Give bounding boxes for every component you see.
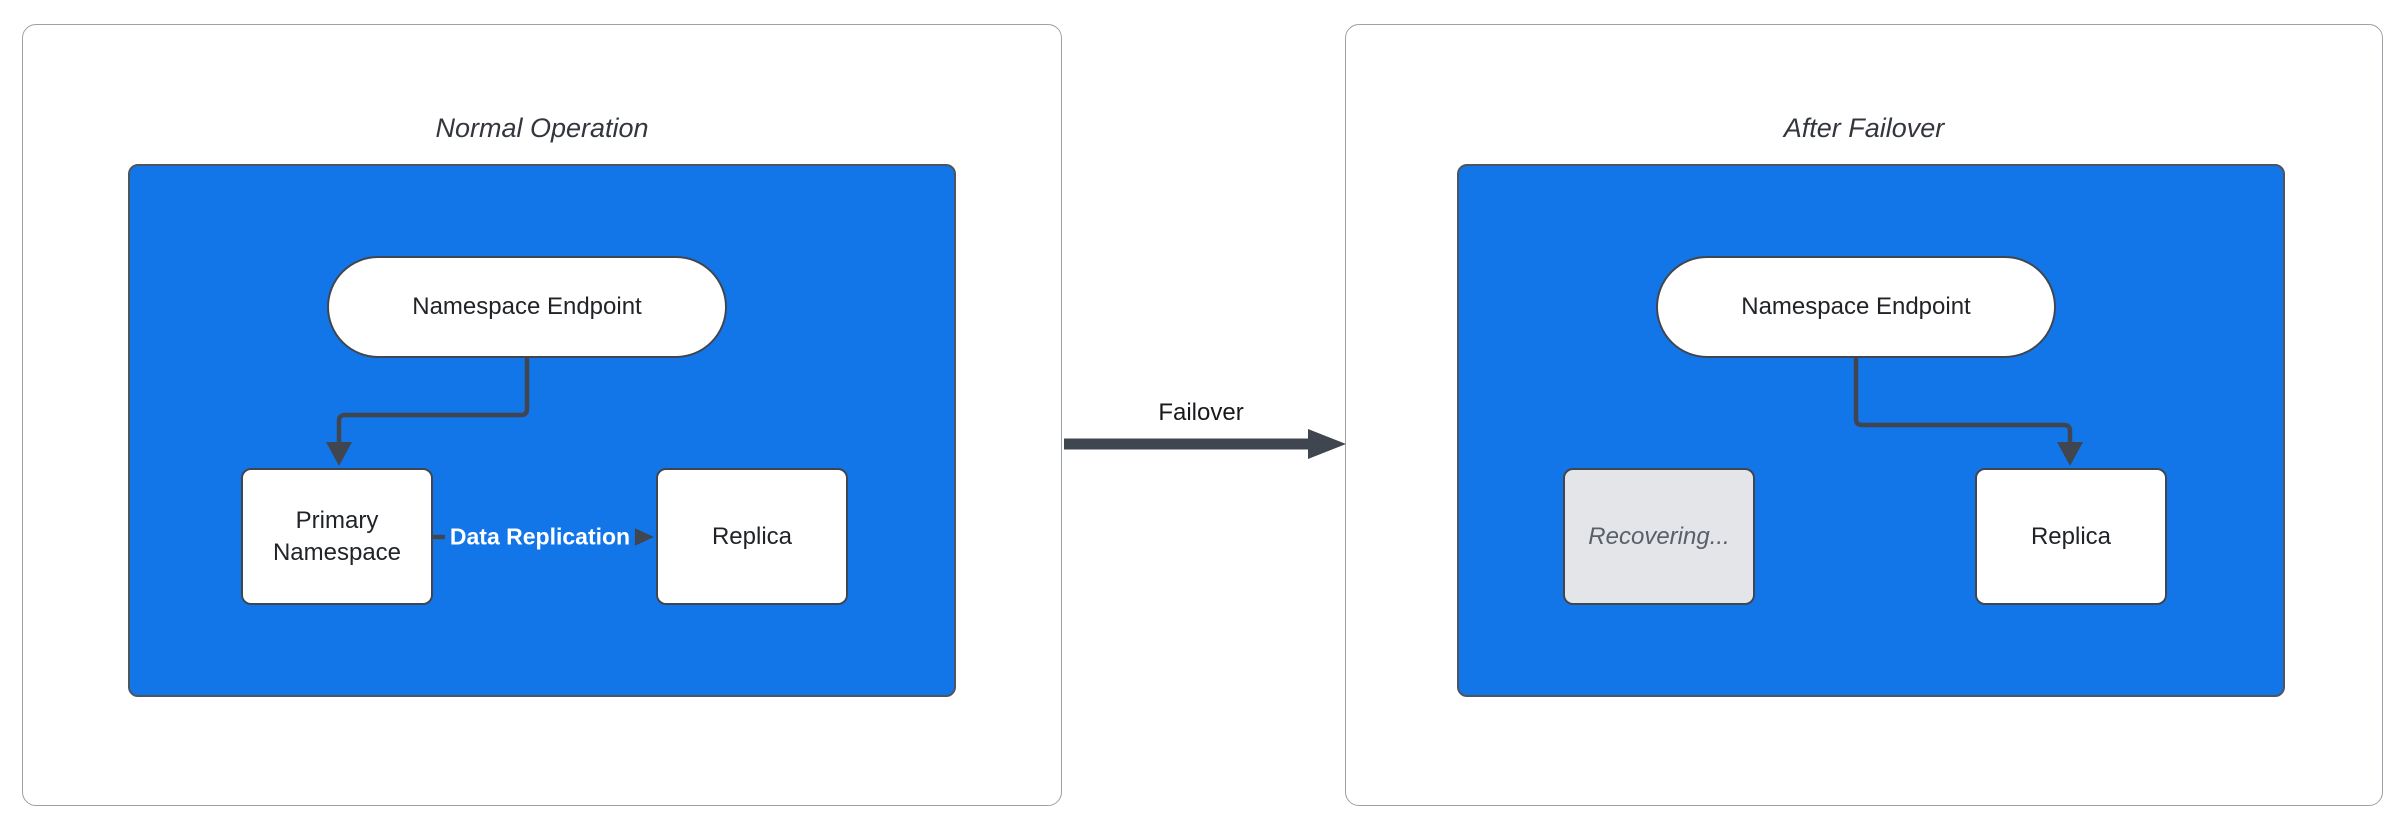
panel-title-after-failover: After Failover bbox=[1783, 113, 1945, 143]
panel-title-normal-operation: Normal Operation bbox=[435, 113, 649, 143]
node-label: Replica bbox=[711, 522, 793, 550]
cluster-normal-operation bbox=[128, 164, 956, 697]
failover-arrowhead-icon bbox=[1308, 429, 1346, 459]
node-replica-normal: Replica bbox=[656, 468, 848, 605]
node-label: Primary Namespace bbox=[272, 507, 402, 566]
edge-label-data-replication: Data Replication bbox=[444, 520, 636, 554]
node-replica-failover: Replica bbox=[1975, 468, 2167, 605]
node-primary-namespace: Primary Namespace bbox=[241, 468, 433, 605]
failover-arrow-label: Failover bbox=[1152, 397, 1250, 429]
node-label: Namespace Endpoint bbox=[1741, 293, 1971, 321]
node-recovering: Recovering... bbox=[1563, 468, 1755, 605]
node-namespace-endpoint-normal: Namespace Endpoint bbox=[327, 256, 727, 358]
node-label: Recovering... bbox=[1588, 522, 1730, 550]
node-label: Namespace Endpoint bbox=[412, 293, 642, 321]
node-namespace-endpoint-failover: Namespace Endpoint bbox=[1656, 256, 2056, 358]
node-label: Replica bbox=[2030, 522, 2112, 550]
cluster-after-failover bbox=[1457, 164, 2285, 697]
